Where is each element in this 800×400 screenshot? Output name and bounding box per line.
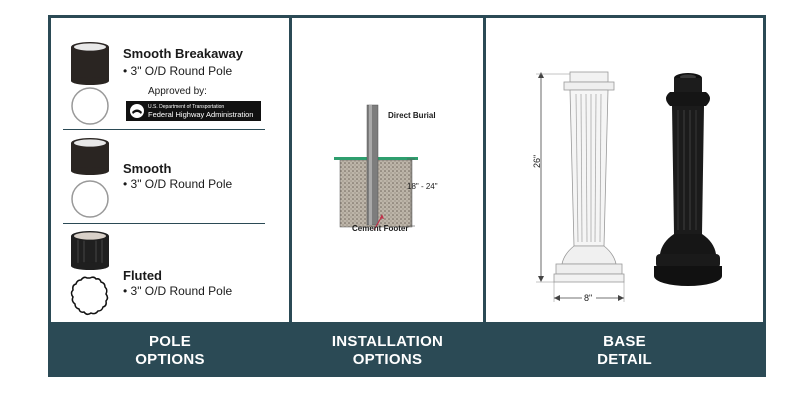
divider (63, 129, 265, 130)
direct-burial-diagram (334, 104, 418, 231)
round-pole-profile-icon (71, 180, 109, 218)
height-dimension: 26" (532, 154, 542, 168)
divider (63, 223, 265, 224)
installation-options-footer: INSTALLATION OPTIONS (292, 325, 483, 377)
pole-options-footer: POLE OPTIONS (51, 325, 289, 377)
option-desc: • 3" O/D Round Pole (123, 177, 233, 191)
footer-line: BASE (603, 333, 646, 350)
smooth-pole-section-icon (71, 42, 109, 85)
fluted-pole-profile-icon (70, 276, 109, 316)
approved-label: Approved by: (148, 86, 207, 97)
width-dimension: 8" (584, 293, 593, 303)
footer-line: OPTIONS (352, 351, 423, 368)
pole-option-fluted: Fluted • 3" O/D Round Pole (51, 224, 289, 322)
footer-line: INSTALLATION (331, 333, 444, 350)
footer-line: POLE (148, 333, 192, 350)
badge-line1: U.S. Department of Transportation (148, 104, 225, 110)
direct-burial-label: Direct Burial (388, 111, 436, 120)
round-pole-profile-icon (71, 87, 109, 125)
product-info-frame: Smooth Breakaway • 3" O/D Round Pole App… (48, 15, 766, 377)
depth-label: 18" - 24" (407, 182, 438, 191)
option-desc: • 3" O/D Round Pole (123, 284, 233, 298)
fhwa-badge: U.S. Department of Transportation Federa… (126, 101, 261, 121)
pole-option-smooth: Smooth • 3" O/D Round Pole (51, 130, 289, 222)
footer-line: OPTIONS (135, 351, 205, 368)
base-white-drawing (536, 71, 625, 303)
smooth-pole-section-icon (71, 138, 109, 175)
dot-logo-icon (130, 104, 144, 118)
footer-line: DETAIL (597, 351, 652, 368)
installation-panel: Direct Burial 18" - 24" Cement Footer (292, 18, 483, 322)
base-detail-panel: 26" 8" (486, 18, 763, 322)
base-black-rendering (654, 73, 722, 286)
base-detail-footer: BASE DETAIL (486, 325, 763, 377)
option-name: Smooth Breakaway (123, 46, 243, 61)
badge-line2: Federal Highway Administration (148, 110, 254, 119)
pole-options-panel: Smooth Breakaway • 3" O/D Round Pole App… (51, 18, 289, 322)
option-name: Smooth (123, 161, 172, 176)
cement-footer-label: Cement Footer (352, 224, 409, 233)
pole-option-smooth-breakaway: Smooth Breakaway • 3" O/D Round Pole App… (51, 18, 289, 128)
option-name: Fluted (123, 268, 162, 283)
option-desc: • 3" O/D Round Pole (123, 64, 233, 78)
fluted-pole-section-icon (71, 231, 109, 270)
